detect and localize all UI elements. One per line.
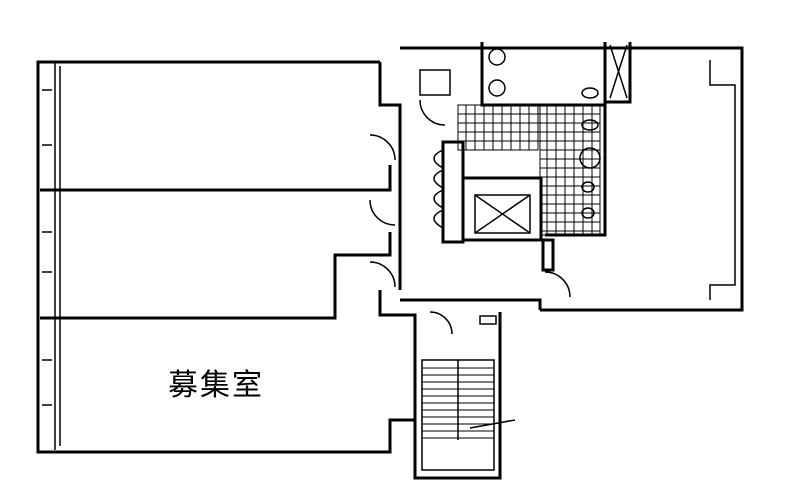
right-office-walls [400, 42, 744, 312]
elevator-car [474, 194, 531, 234]
door-swing [369, 134, 396, 161]
sink-icon [579, 147, 601, 169]
partition-upper [40, 165, 392, 192]
stairs [421, 315, 516, 471]
door-swing [544, 271, 571, 298]
stair-walls [378, 290, 502, 480]
tile-area [539, 104, 601, 236]
sink-icon [488, 79, 506, 97]
door-swing [369, 199, 396, 226]
meter-box [479, 315, 497, 325]
core-wall [441, 140, 465, 244]
left-outer-wall [36, 60, 415, 454]
elevator-x [474, 194, 531, 234]
tile-grid [458, 105, 600, 235]
shaft-wall [603, 42, 632, 104]
door-swing [419, 99, 446, 126]
pipe-shaft [541, 238, 555, 272]
toilet-icon [581, 119, 599, 131]
room-label-recruiting: 募集室 [168, 368, 264, 403]
corridor-wall-left [378, 62, 402, 290]
kitchenette [419, 69, 451, 96]
sink-icon [488, 48, 506, 66]
right-inner-wall [709, 60, 736, 300]
door-swing [429, 311, 453, 335]
corridor-bottom-wall [400, 298, 542, 310]
elevator-shaft-wall [461, 176, 543, 242]
toilet-core [419, 42, 607, 237]
right-outer-wall [400, 46, 744, 312]
toilet-icon [581, 87, 599, 99]
cabinet-doors [433, 149, 444, 229]
urinal-icon [581, 207, 595, 219]
tile-area [457, 104, 539, 151]
left-office-walls [36, 60, 502, 480]
shaft-x [609, 44, 628, 99]
toilet-wall [480, 42, 607, 237]
doors [369, 99, 571, 335]
door-swing [369, 261, 396, 288]
elevator-core [433, 140, 555, 272]
partition-lower [40, 232, 392, 320]
urinal-icon [581, 181, 595, 193]
